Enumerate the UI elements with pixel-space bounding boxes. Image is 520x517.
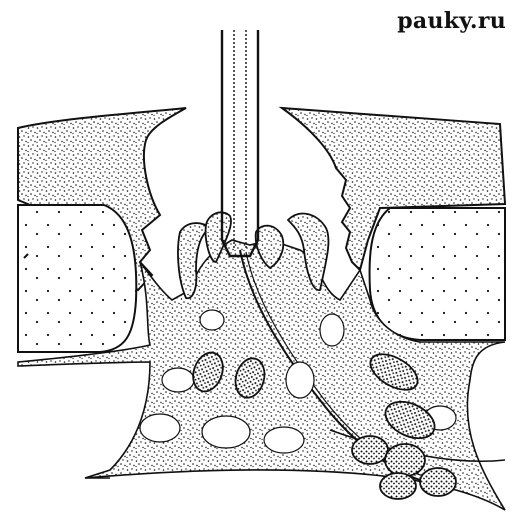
nucleus [352,436,388,464]
nucleus [385,444,425,476]
vacuole [264,427,304,453]
vacuole [202,416,250,448]
site-watermark: pauky.ru [397,8,506,34]
nucleus [420,468,456,496]
vacuole [286,362,314,398]
vacuole [140,414,180,442]
vacuole [162,368,194,392]
exocuticle-left [18,205,136,352]
exocuticle-right [370,208,505,340]
vacuole [320,314,344,346]
vacuole [200,310,224,330]
nucleus [380,473,416,499]
